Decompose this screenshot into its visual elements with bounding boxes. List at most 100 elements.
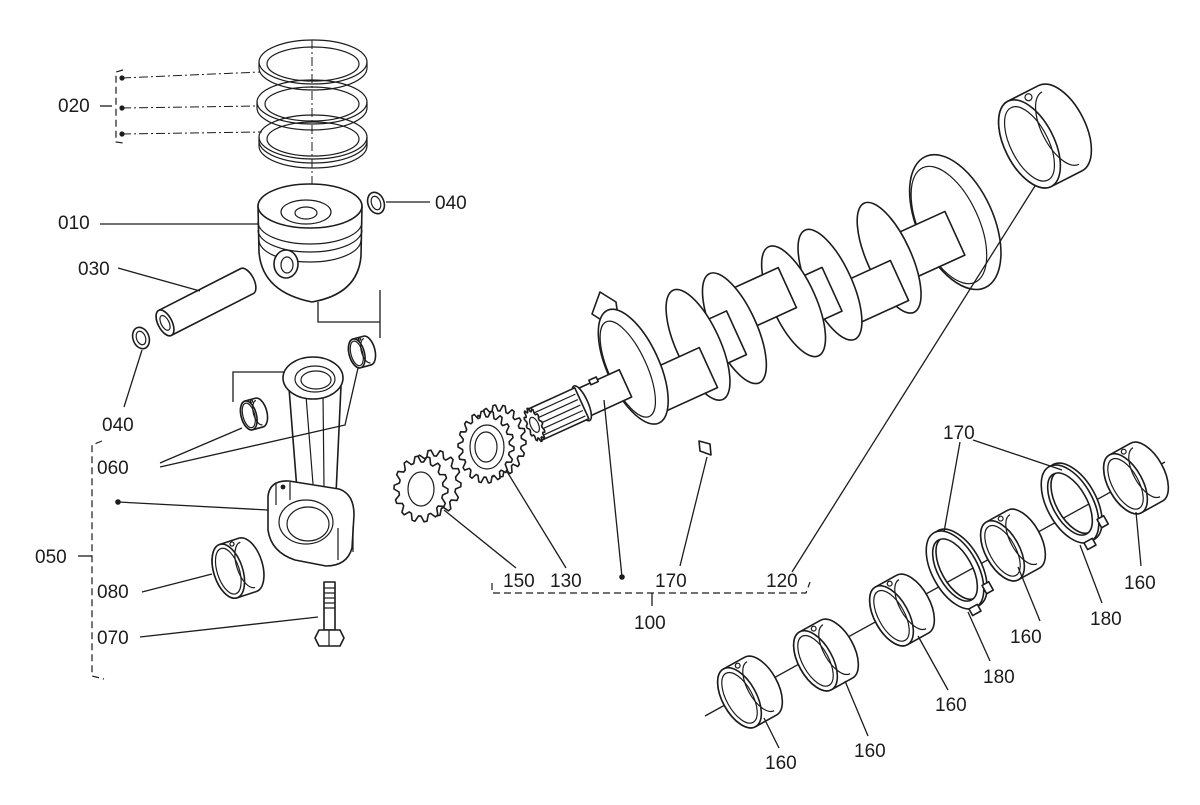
big-end-bore <box>279 500 333 544</box>
leader-150 <box>443 509 517 569</box>
small-end-bushing <box>301 371 331 389</box>
big-end-inner <box>287 507 329 541</box>
leader-050 <box>117 501 269 511</box>
leader-020-bot <box>121 131 263 135</box>
ring-inner <box>267 122 359 156</box>
label-040-upper: 040 <box>435 193 467 214</box>
ring-inner <box>267 47 359 81</box>
leader-120 <box>791 177 1041 573</box>
leader-160-e <box>1017 566 1041 622</box>
label-180-f: 180 <box>1090 609 1122 630</box>
label-050: 050 <box>35 547 67 568</box>
piston-ring-second <box>257 80 367 130</box>
circlip-outer <box>130 325 153 351</box>
spline-center <box>528 416 542 434</box>
label-080: 080 <box>97 582 129 603</box>
label-120: 120 <box>766 571 798 592</box>
label-040-lower: 040 <box>102 415 134 436</box>
key-slot <box>589 377 598 385</box>
label-130: 130 <box>550 571 582 592</box>
crank-key <box>699 441 711 455</box>
ring-inner <box>265 87 359 121</box>
ring-face <box>257 80 367 124</box>
bowl-center <box>295 207 317 219</box>
label-030: 030 <box>78 259 110 280</box>
circlip-upper <box>365 190 388 216</box>
label-180-d: 180 <box>983 667 1015 688</box>
leader-030 <box>117 267 201 292</box>
gear-130-front <box>458 411 514 483</box>
label-170-thrust: 170 <box>943 423 975 444</box>
leader-170-key <box>679 456 708 567</box>
circlip-inner <box>369 195 382 211</box>
gear-130-bore <box>475 432 497 462</box>
leader-060 <box>159 367 359 468</box>
piston-crown <box>258 184 362 228</box>
label-160-b: 160 <box>854 741 886 762</box>
leader-080 <box>141 573 213 593</box>
leader-070 <box>139 616 319 638</box>
ring-face <box>259 115 367 159</box>
ring-edge <box>259 137 367 168</box>
main-bearing-a <box>707 648 793 736</box>
conrod-bearing <box>205 533 271 603</box>
bracket-050 <box>91 440 105 680</box>
combustion-bowl <box>281 200 331 224</box>
rod-i-beam <box>306 394 324 486</box>
label-160-e: 160 <box>1010 627 1042 648</box>
rod-shank <box>289 386 341 494</box>
bolt-thread <box>324 588 335 608</box>
small-end-bore <box>295 366 335 392</box>
main-bearing-rear <box>984 73 1106 199</box>
label-150: 150 <box>503 571 535 592</box>
rod-big-end <box>268 481 354 566</box>
ring-edge <box>257 102 367 130</box>
ring-edge <box>259 62 367 90</box>
piston-rings <box>257 40 367 168</box>
ring-face <box>259 40 367 84</box>
label-100: 100 <box>634 613 666 634</box>
leader-160-g <box>1135 511 1142 567</box>
ring-groove-line <box>259 141 367 163</box>
rod-bushing-upper <box>345 333 379 371</box>
circlip-lower <box>130 325 153 351</box>
main-bearing-c <box>859 566 945 654</box>
piston <box>258 184 362 302</box>
leader-160-a <box>763 717 780 749</box>
crank-web <box>653 281 743 408</box>
label-010: 010 <box>58 213 90 234</box>
bolt-boss <box>276 482 353 560</box>
gear-150-bore <box>408 472 434 506</box>
ring-groove <box>259 240 361 262</box>
crank-web <box>844 194 934 321</box>
label-020: 020 <box>58 96 90 117</box>
main-bearing-g <box>1093 434 1179 522</box>
bolt-shaft <box>324 582 335 630</box>
leader-160-b <box>844 680 869 737</box>
gear-150-front <box>394 456 448 522</box>
ring-groove <box>258 222 362 244</box>
pin-boss <box>274 250 298 278</box>
label-160-a: 160 <box>765 753 797 774</box>
crankshaft <box>493 141 1020 485</box>
conrod-bolt <box>315 582 344 646</box>
bracket-100 <box>491 581 811 594</box>
leader-100 <box>603 399 623 578</box>
bolt-hole <box>280 484 286 490</box>
spline-ridges <box>530 394 585 437</box>
circlip-outer <box>365 190 388 216</box>
piston-ring-oil <box>259 115 367 168</box>
main-bearing-b <box>783 611 869 699</box>
leader-040-lower <box>123 349 143 408</box>
circlip-inner <box>134 330 147 346</box>
bracket-020 <box>115 69 124 144</box>
pin-bore <box>281 257 293 273</box>
label-160-g: 160 <box>1124 573 1156 594</box>
ring-groove <box>258 230 362 252</box>
leader-180-d <box>967 611 991 662</box>
crank-gear-150 <box>394 450 461 522</box>
spline-face <box>520 405 549 444</box>
leader-130 <box>505 469 567 569</box>
pin-hollow <box>158 314 172 332</box>
gear-130-hub <box>470 425 504 469</box>
